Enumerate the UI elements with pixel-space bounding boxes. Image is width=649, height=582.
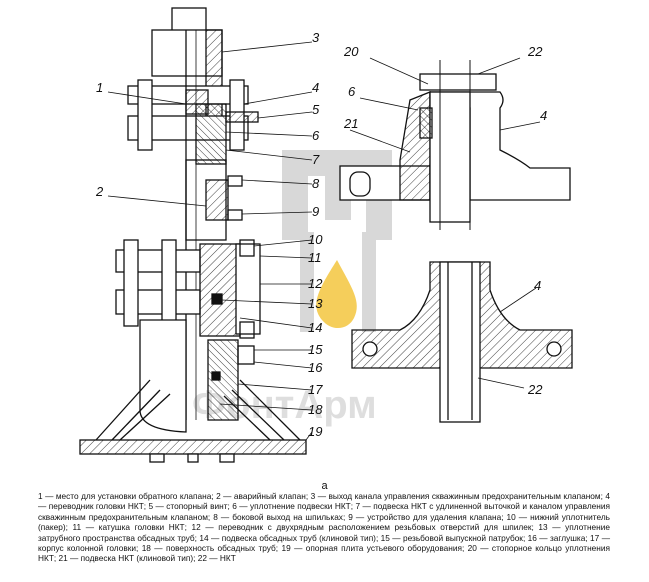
callout-5: 5 (312, 102, 320, 117)
callout-14: 14 (308, 320, 322, 335)
callout-8: 8 (312, 176, 320, 191)
detail-bottom-callouts: 4 22 (527, 278, 543, 397)
subfigure-label: а (321, 480, 328, 492)
detail-callout-4-top: 4 (540, 108, 547, 123)
detail-top-leaders (349, 57, 541, 153)
detail-callout-22-top: 22 (527, 44, 543, 59)
detail-top-callouts: 20 22 6 4 21 (343, 44, 547, 131)
callout-15: 15 (308, 342, 323, 357)
callout-19: 19 (308, 424, 322, 439)
callout-7: 7 (312, 152, 320, 167)
callout-11: 11 (308, 250, 322, 265)
callout-12: 12 (308, 276, 323, 291)
detail-bottom-leaders (477, 287, 537, 389)
callout-2: 2 (95, 184, 104, 199)
callout-16: 16 (308, 360, 323, 375)
callout-13: 13 (308, 296, 323, 311)
callout-6: 6 (312, 128, 320, 143)
callout-3: 3 (312, 30, 320, 45)
detail-callout-21: 21 (343, 116, 358, 131)
callout-18: 18 (308, 402, 323, 417)
figure-caption: 1 — место для установки обратного клапан… (38, 491, 610, 564)
callout-17: 17 (308, 382, 323, 397)
callout-10: 10 (308, 232, 323, 247)
wellhead-diagram: ФонтАрм (79, 7, 573, 463)
detail-top (339, 60, 571, 230)
detail-callout-6: 6 (348, 84, 356, 99)
detail-callout-20: 20 (343, 44, 359, 59)
detail-callout-4-bottom: 4 (534, 278, 541, 293)
leader-lines (107, 41, 313, 441)
detail-callout-22-bottom: 22 (527, 382, 543, 397)
callouts-main: 3 1 4 5 6 7 8 2 9 10 11 12 13 14 15 16 1… (95, 30, 323, 439)
callout-4: 4 (312, 80, 319, 95)
main-assembly (79, 7, 307, 463)
detail-bottom (351, 261, 573, 423)
callout-9: 9 (312, 204, 319, 219)
callout-1: 1 (96, 80, 103, 95)
